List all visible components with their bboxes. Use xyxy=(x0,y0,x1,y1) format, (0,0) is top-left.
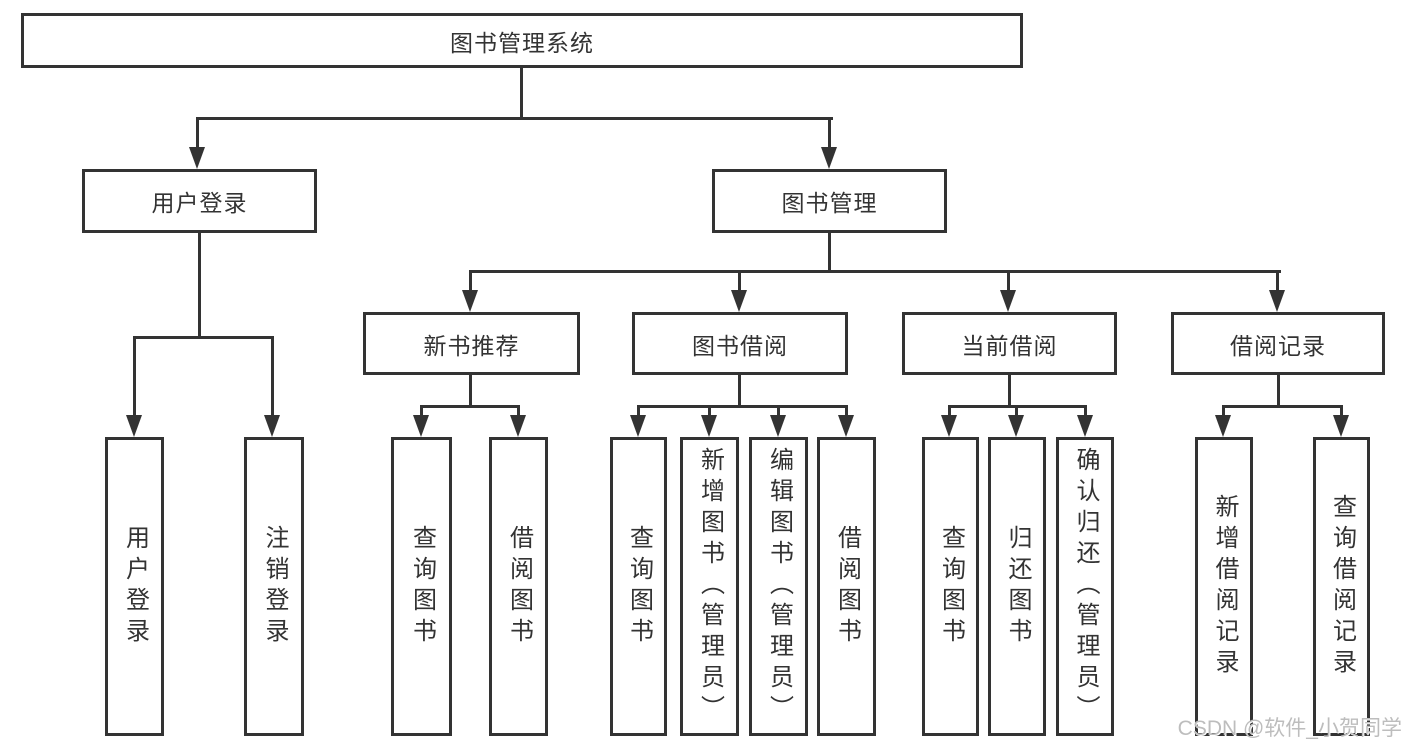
arrow-down-icon xyxy=(413,415,429,437)
leaf-borrow-books-recommend: 借阅图书 xyxy=(489,437,548,736)
connector-line xyxy=(420,405,423,418)
connector-line xyxy=(828,231,831,273)
arrow-down-icon xyxy=(264,415,280,437)
connector-line xyxy=(828,117,831,153)
node-label: 编辑图书（管理员） xyxy=(765,447,793,726)
connector-line xyxy=(948,405,951,418)
arrow-down-icon xyxy=(821,147,837,169)
leaf-borrow-books: 借阅图书 xyxy=(817,437,876,736)
connector-line xyxy=(517,405,520,418)
leaf-query-books-borrowing: 查询图书 xyxy=(610,437,667,736)
connector-line xyxy=(1222,405,1343,408)
connector-line xyxy=(469,270,1281,273)
arrow-down-icon xyxy=(630,415,646,437)
connector-line xyxy=(637,405,848,408)
arrow-down-icon xyxy=(731,290,747,312)
node-label: 借阅记录 xyxy=(1230,332,1326,359)
node-label: 用户登录 xyxy=(151,190,248,216)
node-label: 归还图书 xyxy=(1004,524,1031,649)
connector-line xyxy=(738,270,741,292)
connector-line xyxy=(469,270,472,292)
node-label: 查询借阅记录 xyxy=(1328,493,1356,680)
arrow-down-icon xyxy=(1077,415,1093,437)
node-user-login: 用户登录 xyxy=(82,169,317,233)
node-label: 查询图书 xyxy=(408,524,436,649)
arrow-down-icon xyxy=(1269,290,1285,312)
connector-line xyxy=(133,336,274,339)
node-label: 图书管理 xyxy=(781,190,878,216)
connector-line xyxy=(708,405,711,418)
node-label: 确认归还（管理员） xyxy=(1072,447,1099,726)
leaf-logout: 注销登录 xyxy=(244,437,304,736)
connector-line xyxy=(196,117,199,153)
leaf-query-books-current: 查询图书 xyxy=(922,437,979,736)
node-label: 图书借阅 xyxy=(692,332,788,359)
connector-line xyxy=(1084,405,1087,418)
connector-line xyxy=(1015,405,1018,418)
node-label: 查询图书 xyxy=(625,524,653,649)
arrow-down-icon xyxy=(1215,415,1231,437)
connector-line xyxy=(198,233,201,338)
connector-line xyxy=(520,66,523,120)
connector-line xyxy=(637,405,640,418)
connector-line xyxy=(271,336,274,418)
arrow-down-icon xyxy=(510,415,526,437)
connector-line xyxy=(777,405,780,418)
node-label: 当前借阅 xyxy=(961,332,1058,359)
arrow-down-icon xyxy=(770,415,786,437)
leaf-add-books-admin: 新增图书（管理员） xyxy=(680,437,739,736)
connector-line xyxy=(196,117,833,120)
arrow-down-icon xyxy=(1008,415,1024,437)
connector-line xyxy=(845,405,848,418)
connector-line xyxy=(738,375,741,408)
leaf-query-borrow-record: 查询借阅记录 xyxy=(1313,437,1370,736)
connector-line xyxy=(469,375,472,408)
leaf-return-books: 归还图书 xyxy=(988,437,1046,736)
node-label: 用户登录 xyxy=(121,524,149,649)
node-label: 注销登录 xyxy=(261,524,288,649)
node-label: 新增图书（管理员） xyxy=(696,447,724,726)
leaf-edit-books-admin: 编辑图书（管理员） xyxy=(749,437,808,736)
leaf-confirm-return-admin: 确认归还（管理员） xyxy=(1056,437,1114,736)
leaf-query-books-recommend: 查询图书 xyxy=(391,437,452,736)
node-label: 借阅图书 xyxy=(505,524,533,649)
connector-line xyxy=(1277,375,1280,408)
arrow-down-icon xyxy=(701,415,717,437)
node-label: 新书推荐 xyxy=(423,332,520,359)
connector-line xyxy=(1340,405,1343,418)
csdn-watermark: CSDN @软件_小贺同学 xyxy=(1177,717,1402,740)
arrow-down-icon xyxy=(941,415,957,437)
node-label: 新增借阅记录 xyxy=(1211,493,1238,680)
node-new-book-recommend: 新书推荐 xyxy=(363,312,580,375)
connector-line xyxy=(1276,270,1279,292)
node-current-borrowing: 当前借阅 xyxy=(902,312,1117,375)
node-library-management-system: 图书管理系统 xyxy=(21,13,1023,68)
arrow-down-icon xyxy=(126,415,142,437)
node-book-borrowing: 图书借阅 xyxy=(632,312,848,375)
arrow-down-icon xyxy=(462,290,478,312)
node-label: 图书管理系统 xyxy=(450,29,594,56)
arrow-down-icon xyxy=(838,415,854,437)
connector-line xyxy=(1008,375,1011,408)
connector-line xyxy=(133,336,136,418)
arrow-down-icon xyxy=(1000,290,1016,312)
node-label: 查询图书 xyxy=(937,524,965,649)
leaf-add-borrow-record: 新增借阅记录 xyxy=(1195,437,1253,736)
arrow-down-icon xyxy=(189,147,205,169)
connector-line xyxy=(1007,270,1010,292)
connector-line xyxy=(1222,405,1225,418)
leaf-user-login: 用户登录 xyxy=(105,437,164,736)
node-borrowing-records: 借阅记录 xyxy=(1171,312,1385,375)
arrow-down-icon xyxy=(1333,415,1349,437)
node-book-management: 图书管理 xyxy=(712,169,947,233)
connector-line xyxy=(420,405,520,408)
node-label: 借阅图书 xyxy=(833,524,861,649)
